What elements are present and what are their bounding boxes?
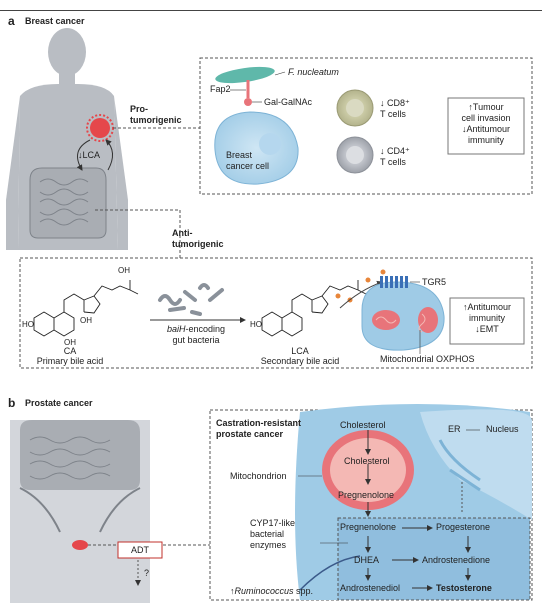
tgr5-label: TGR5 [422, 277, 447, 287]
mitochondrion-label: Mitochondrion [230, 471, 287, 481]
breast-cell-label: Breast cancer cell [226, 150, 270, 171]
lca-arrow-down [76, 139, 91, 171]
ca-structure [33, 280, 139, 337]
androstenediol-label: Androstenediol [340, 583, 401, 593]
nucleus [420, 409, 532, 520]
ca-ho-label: HO [22, 320, 34, 329]
steroidogenesis-region [337, 517, 531, 601]
galgalnac-label: Gal-GalNAc [264, 97, 313, 107]
lca-ho-label: HO [250, 320, 262, 329]
testosterone-label: Testosterone [436, 583, 492, 593]
anti-effect-text: ↑Antitumour immunity ↓EMT [462, 302, 512, 334]
dhea-label: DHEA [354, 555, 380, 565]
crpc-label: Castration-resistant prostate cancer [216, 418, 302, 439]
breast-cancer-cell [214, 111, 299, 185]
intestine-a [29, 167, 107, 239]
cholesterol-top: Cholesterol [340, 420, 386, 430]
lca-structure [261, 280, 367, 337]
ruminococcus-label: ↑Ruminococcus spp. [230, 586, 314, 596]
lca-label: ↓LCA [78, 150, 101, 160]
pregnenolone-mito: Pregnenolone [338, 490, 395, 500]
anti-box [19, 257, 533, 369]
pro-box [199, 57, 533, 195]
cd4-label: ↓ CD4⁺ T cells [380, 146, 410, 167]
ca-oh-label-1: OH [80, 316, 92, 325]
panel-b-title: Prostate cancer [25, 398, 93, 408]
tgr5-receptor [380, 276, 408, 288]
panel-b-letter: b [8, 396, 16, 410]
fnucleatum-bacterium [215, 66, 275, 84]
progesterone-label: Progesterone [436, 522, 491, 532]
pro-effect-text: ↑Tumour cell invasion ↓Antitumour immuni… [461, 102, 511, 145]
oxphos-label: Mitochondrial OXPHOS [380, 354, 475, 364]
lca-arrow-up [105, 139, 113, 171]
nucleus-label: Nucleus [486, 424, 519, 434]
lca-name: LCA [291, 346, 309, 356]
prostate-tumour [72, 540, 88, 550]
panel-a-title: Breast cancer [25, 16, 85, 26]
question-label: ? [144, 568, 150, 578]
gut-bacteria [158, 283, 224, 316]
fap2-label: Fap2 [210, 84, 231, 94]
ca-oh-label-2: OH [64, 338, 76, 347]
top-rule [0, 10, 542, 11]
pro-effect-box [447, 97, 525, 155]
cyp17-label: CYP17-like bacterial enzymes [250, 518, 296, 550]
bacteria-label: baiH-encoding gut bacteria [166, 324, 226, 345]
er-label: ER [448, 424, 461, 434]
oh-label: OH [118, 266, 130, 275]
pro-tumorigenic-label: Pro- tumorigenic [130, 104, 182, 125]
er [438, 439, 481, 492]
cholesterol-mito: Cholesterol [344, 456, 390, 466]
anti-effect-box [449, 297, 525, 345]
fnucleatum-label: F. nucleatum [288, 67, 339, 77]
ca-desc: Primary bile acid [36, 356, 104, 366]
body-silhouette-b [10, 420, 150, 603]
pregnenolone-label: Pregnenolone [340, 522, 397, 532]
cd8-label: ↓ CD8⁺ T cells [380, 98, 410, 119]
panel-a-letter: a [8, 14, 15, 28]
adt-label: ADT [131, 545, 149, 555]
lca-desc: Secondary bile acid [260, 356, 340, 366]
anti-connector [95, 209, 181, 258]
ca-name: CA [63, 346, 77, 356]
adt-box [117, 541, 163, 559]
mitochondrion-2 [418, 307, 438, 333]
anti-tumorigenic-label: Anti- tumorigenic [172, 228, 224, 249]
androstenedione-label: Androstenedione [422, 555, 491, 565]
